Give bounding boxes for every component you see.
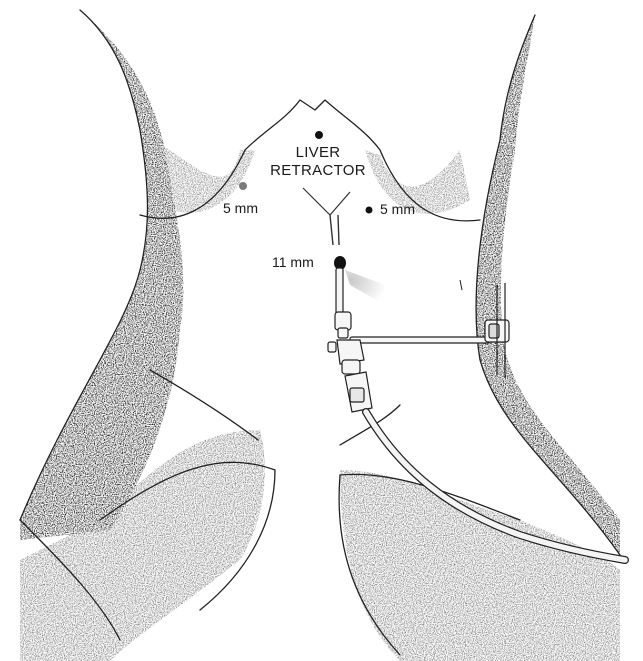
port-left-5mm-label: 5 mm bbox=[223, 200, 258, 216]
liver-retractor-label-line2: RETRACTOR bbox=[270, 162, 366, 179]
port-11mm-label: 11 mm bbox=[272, 254, 314, 270]
liver-retractor-label-line1: LIVER bbox=[296, 144, 341, 161]
port-left-5mm-dot bbox=[239, 182, 247, 190]
port-right-5mm-dot bbox=[366, 207, 373, 214]
port-liver-retractor-dot bbox=[315, 131, 323, 139]
torso bbox=[20, 10, 620, 661]
port-right-5mm-label: 5 mm bbox=[380, 201, 415, 217]
